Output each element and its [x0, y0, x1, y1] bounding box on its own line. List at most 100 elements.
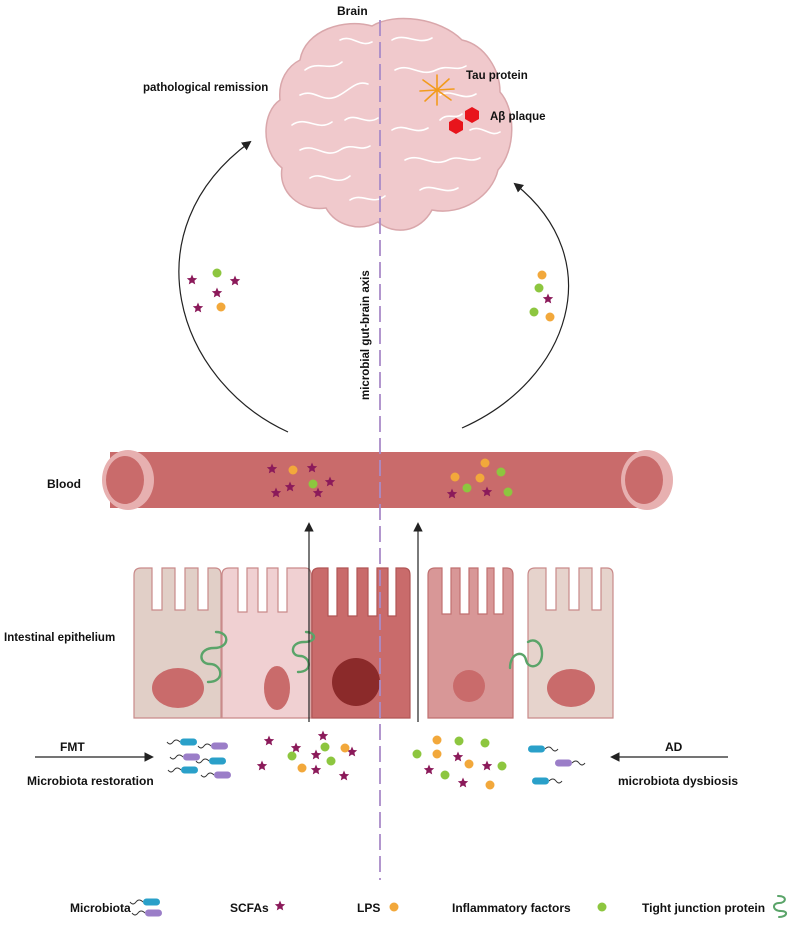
scfa-star-icon — [452, 751, 464, 762]
lps-dot-icon — [450, 472, 460, 482]
scfa-star-icon — [542, 293, 554, 304]
inflammatory-dot-icon — [212, 268, 222, 278]
microbiota-icon — [532, 777, 563, 785]
scfa-star-icon — [256, 760, 268, 771]
lps-dot-icon — [432, 735, 442, 745]
legend-inflammatory-dot-icon — [597, 902, 607, 912]
brain-gyri — [291, 36, 501, 201]
inflammatory-dot-icon — [454, 736, 464, 746]
microbiota-icon — [129, 898, 160, 906]
scfa-star-icon — [306, 462, 318, 473]
scfa-star-icon — [211, 287, 223, 298]
tau-protein-icon — [419, 74, 455, 106]
microbiota-icon — [528, 745, 559, 753]
tau-protein-label: Tau protein — [466, 70, 528, 82]
scfa-star-icon — [229, 275, 241, 286]
scfa-star-icon — [457, 777, 469, 788]
epithelial-cell-4 — [427, 567, 514, 719]
abeta-plaque-icon — [465, 107, 479, 123]
intestinal-epithelium-label: Intestinal epithelium — [4, 632, 116, 644]
lps-dot-icon — [485, 780, 495, 790]
scfa-star-icon — [324, 476, 336, 487]
legend-lps-dot-icon — [389, 902, 399, 912]
scfa-star-icon — [346, 746, 358, 757]
inflammatory-dot-icon — [287, 751, 297, 761]
legend-microbiota: Microbiota — [70, 901, 131, 915]
legend-scfas: SCFAs — [230, 901, 269, 915]
inflammatory-dot-icon — [503, 487, 513, 497]
scfa-star-icon — [270, 487, 282, 498]
inflammatory-dot-icon — [308, 479, 318, 489]
ad-label: AD — [665, 740, 683, 754]
scfa-star-icon — [290, 742, 302, 753]
lps-dot-icon — [480, 458, 490, 468]
scfa-star-icon — [186, 274, 198, 285]
inflammatory-dot-icon — [534, 283, 544, 293]
scfa-star-icon — [274, 900, 286, 911]
brain-shape — [265, 17, 513, 231]
pathological-remission-label: pathological remission — [143, 82, 269, 94]
intestinal-epithelium — [133, 567, 614, 719]
scfa-star-icon — [310, 749, 322, 760]
lps-dot-icon — [475, 473, 485, 483]
scfa-star-icon — [481, 486, 493, 497]
brain-illustration — [265, 17, 513, 231]
scfa-star-icon — [312, 487, 324, 498]
scfa-star-icon — [263, 735, 275, 746]
arrow-to-brain-left — [178, 140, 289, 433]
legend-lps: LPS — [357, 901, 380, 915]
tight-junction-icon — [508, 639, 544, 670]
microbiota-icon — [169, 753, 200, 761]
microbiota-icon — [167, 766, 198, 774]
microbiota-dysbiosis-label: microbiota dysbiosis — [618, 774, 739, 788]
scfa-star-icon — [266, 463, 278, 474]
lps-dot-icon — [340, 743, 350, 753]
lps-dot-icon — [288, 465, 298, 475]
fmt-label: FMT — [60, 740, 85, 754]
inflammatory-dot-icon — [412, 749, 422, 759]
lps-dot-icon — [216, 302, 226, 312]
microbiota-restoration-label: Microbiota restoration — [27, 774, 154, 788]
scfa-star-icon — [284, 481, 296, 492]
inflammatory-dot-icon — [496, 467, 506, 477]
legend-star-icon — [274, 900, 286, 911]
abeta-plaque-label: Aβ plaque — [490, 111, 546, 123]
brain-label: Brain — [337, 4, 368, 18]
microbiota-icon — [197, 742, 228, 750]
scfa-star-icon — [192, 302, 204, 313]
arrow-to-brain-right — [461, 182, 570, 429]
inflammatory-dot-icon — [497, 761, 507, 771]
microbiota-icon — [555, 759, 586, 767]
microbiota-icon — [195, 757, 226, 765]
scfa-star-icon — [310, 764, 322, 775]
legend: Microbiota SCFAs LPS Inflammatory factor… — [70, 895, 787, 918]
inflammatory-dot-icon — [480, 738, 490, 748]
legend-inflammatory: Inflammatory factors — [452, 901, 571, 915]
abeta-plaque-icon — [449, 118, 463, 134]
inflammatory-dot-icon — [529, 307, 539, 317]
lps-dot-icon — [545, 312, 555, 322]
tight-junction-icon — [200, 630, 228, 684]
particle-layer — [166, 268, 586, 790]
blood-label: Blood — [47, 477, 81, 491]
lps-dot-icon — [464, 759, 474, 769]
axis-label: microbial gut-brain axis — [360, 270, 372, 400]
blood-vessel — [102, 450, 673, 510]
legend-tight-junction-icon — [773, 895, 787, 918]
inflammatory-dot-icon — [440, 770, 450, 780]
lps-dot-icon — [297, 763, 307, 773]
lps-dot-icon — [537, 270, 547, 280]
scfa-star-icon — [423, 764, 435, 775]
scfa-star-icon — [446, 488, 458, 499]
legend-tight-junction: Tight junction protein — [642, 901, 765, 915]
scfa-star-icon — [338, 770, 350, 781]
scfa-star-icon — [481, 760, 493, 771]
legend-microbiota-icon — [129, 898, 162, 917]
inflammatory-dot-icon — [326, 756, 336, 766]
microbiota-icon — [166, 738, 197, 746]
inflammatory-dot-icon — [320, 742, 330, 752]
lps-dot-icon — [432, 749, 442, 759]
microbiota-icon — [200, 771, 231, 779]
